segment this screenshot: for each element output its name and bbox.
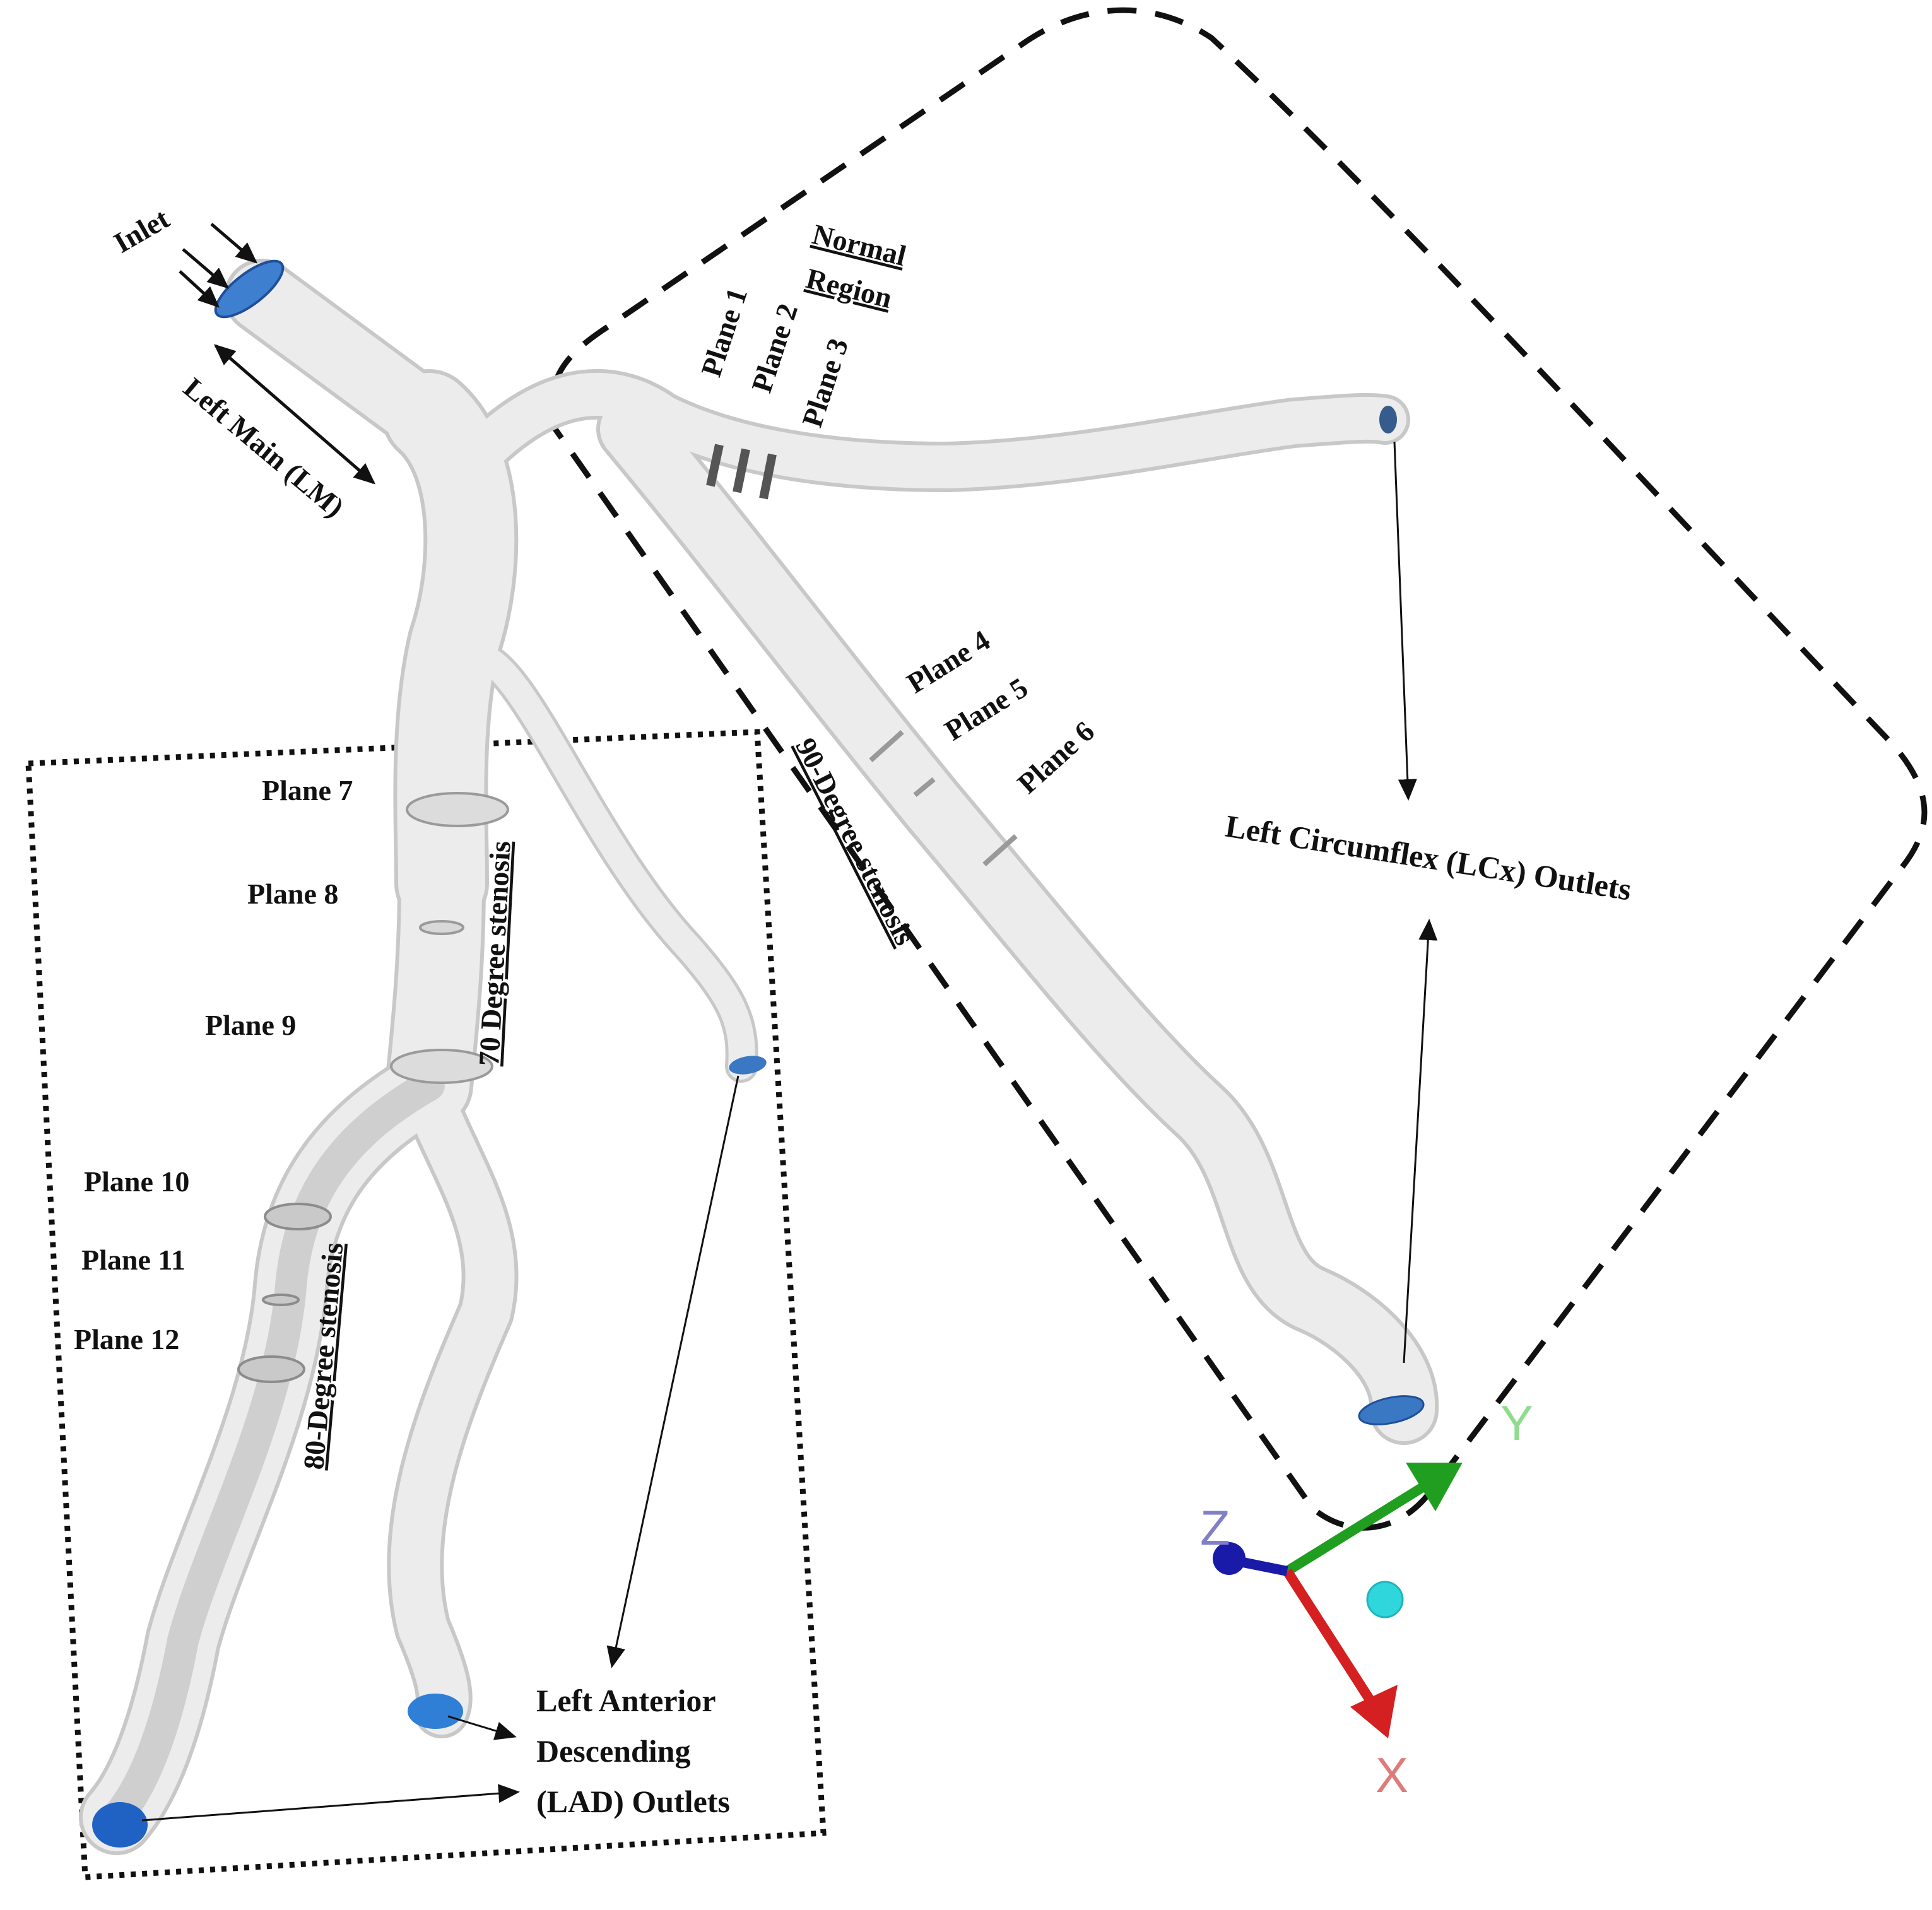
lcx-outlets-label: Left Circumflex (LCx) Outlets [1223,808,1634,907]
plane-11-label: Plane 11 [81,1244,186,1276]
plane-2-label: Plane 2 [745,300,804,396]
annotation-arrows [141,223,1438,1822]
left-main-label: Left Main (LM) [178,372,351,524]
lcx-outlet-upper [1379,406,1397,433]
lad-outlets-label-line1: Left Anterior [536,1683,716,1718]
normal-region-label-line2: Region [803,262,895,314]
lad-outlet-middle [408,1694,463,1729]
plane-4-label: Plane 4 [901,624,995,700]
origin-marker [1366,1581,1404,1618]
coronary-vessel-tree [79,259,1439,1855]
plane-6-label: Plane 6 [1011,715,1100,800]
lad-region-dotted-box [25,729,827,1880]
vessel-openings [92,259,1425,1848]
plane-cuts [237,444,1018,1383]
inlet-face [214,259,285,319]
lcx-region-dashed-box [549,7,1928,1531]
plane-5-label: Plane 5 [939,671,1033,747]
plane-8-label: Plane 8 [247,878,338,910]
plane-3-label: Plane 3 [796,334,854,431]
lcx-outlet-lower [1358,1395,1425,1425]
inlet-label: Inlet [109,202,175,259]
z-axis-marker [1213,1542,1246,1575]
lad-outlet-left [92,1802,148,1848]
y-axis-label: Y [1500,1395,1533,1451]
normal-region-label-line1: Normal [810,218,910,272]
plane-7-label: Plane 7 [262,774,353,806]
z-axis-label: Z [1200,1500,1230,1555]
x-axis-label: X [1375,1747,1408,1803]
lad-outlets-label-line2: Descending [536,1733,690,1769]
plane-9-label: Plane 9 [205,1009,296,1041]
lad-outlets-label-line3: (LAD) Outlets [536,1784,730,1819]
lad-outlet-diagonal [729,1056,767,1075]
plane-12-label: Plane 12 [74,1323,179,1355]
plane-1-label: Plane 1 [695,284,753,380]
coordinate-axes: Y X Z [1200,1395,1533,1803]
plane-10-label: Plane 10 [84,1165,189,1198]
